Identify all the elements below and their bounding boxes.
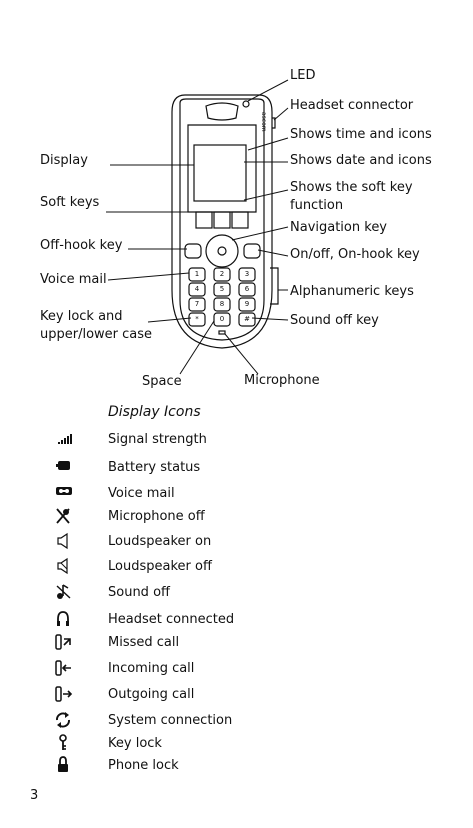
keypad-digit: 6	[245, 285, 250, 293]
led	[242, 100, 250, 108]
label-shows-time: Shows time and icons	[290, 127, 432, 142]
label-key-lock: Key lock and upper/lower case	[40, 309, 153, 342]
microphone-off-icon	[56, 508, 70, 524]
label-onoff-key: On/off, On-hook key	[290, 247, 420, 262]
icon-list-item: Microphone off	[52, 507, 352, 527]
page-number: 3	[30, 788, 39, 803]
icon-label: Battery status	[108, 460, 201, 475]
headset-icon	[57, 611, 69, 626]
offhook-key	[184, 243, 202, 259]
voicemail-icon	[56, 487, 72, 495]
icon-list-item: Headset connected	[52, 610, 352, 630]
keypad-digit: 0	[220, 315, 224, 323]
icon-list-item: Missed call	[52, 633, 352, 653]
display-icons-title: Display Icons	[108, 404, 201, 420]
icon-list-item: Key lock	[52, 734, 352, 754]
brand-logo: ascom	[260, 112, 267, 132]
keypad-digit: 5	[220, 285, 224, 293]
icon-label: Incoming call	[108, 661, 195, 676]
onhook-key	[243, 243, 261, 259]
keypad-digit: 8	[220, 300, 224, 308]
icon-list-item: Battery status	[52, 458, 352, 478]
icon-label: System connection	[108, 713, 233, 728]
keypad-digit: *	[195, 315, 199, 323]
icon-label: Loudspeaker off	[108, 559, 212, 574]
label-navigation-key: Navigation key	[290, 220, 388, 235]
icon-label: Sound off	[108, 585, 170, 600]
microphone-slot	[218, 330, 226, 335]
soft-key-middle	[213, 211, 231, 229]
label-soft-keys: Soft keys	[40, 195, 100, 210]
keypad-digit: #	[244, 315, 250, 323]
label-space: Space	[142, 374, 182, 389]
keypad-digit: 1	[195, 270, 199, 278]
display-screen	[193, 144, 247, 202]
icon-label: Signal strength	[108, 432, 207, 447]
label-shows-softkey: Shows the soft key function	[290, 180, 413, 213]
icon-list-item: System connection	[52, 711, 352, 731]
icon-label: Missed call	[108, 635, 180, 650]
navigation-key	[205, 234, 239, 268]
soft-key-right	[231, 211, 249, 229]
battery-icon	[56, 461, 70, 470]
label-led: LED	[290, 68, 316, 83]
missed-call-icon	[55, 634, 71, 650]
icon-label: Key lock	[108, 736, 162, 751]
label-alnum-keys: Alphanumeric keys	[290, 284, 414, 299]
phone-lock-icon	[58, 756, 68, 772]
label-voice-mail: Voice mail	[40, 272, 107, 287]
outgoing-call-icon	[55, 686, 73, 702]
label-offhook-key: Off-hook key	[40, 238, 123, 253]
icon-label: Microphone off	[108, 509, 205, 524]
icon-label: Outgoing call	[108, 687, 195, 702]
icon-list-item: Loudspeaker on	[52, 532, 352, 552]
sound-off-icon	[56, 584, 71, 599]
icon-list-item: Outgoing call	[52, 685, 352, 705]
icon-list-item: Sound off	[52, 583, 352, 603]
keypad-digit: 2	[220, 270, 224, 278]
phone-body	[171, 94, 273, 349]
label-shows-date: Shows date and icons	[290, 153, 432, 168]
loudspeaker-on-icon	[57, 532, 68, 550]
keypad-digit: 7	[195, 300, 199, 308]
key-lock-icon	[59, 734, 67, 750]
phone-diagram: 1 2 3 4 5 6 7 8 9 * 0 # ascom	[106, 79, 289, 375]
soft-key-left	[195, 211, 213, 229]
icon-label: Phone lock	[108, 758, 179, 773]
system-connection-icon	[56, 712, 70, 728]
loudspeaker-off-icon	[57, 557, 68, 575]
icon-label: Loudspeaker on	[108, 534, 212, 549]
label-sound-off-key: Sound off key	[290, 313, 379, 328]
icon-list-item: Voice mail	[52, 484, 352, 504]
icon-label: Headset connected	[108, 612, 235, 627]
icon-list-item: Signal strength	[52, 430, 352, 450]
label-display: Display	[40, 153, 88, 168]
label-microphone: Microphone	[244, 373, 320, 388]
keypad-digit: 3	[245, 270, 249, 278]
signal-strength-icon	[58, 434, 72, 444]
icon-list-item: Incoming call	[52, 659, 352, 679]
icon-list-item: Loudspeaker off	[52, 557, 352, 577]
keypad-digit: 4	[195, 285, 200, 293]
incoming-call-icon	[55, 660, 71, 676]
icon-list-item: Phone lock	[52, 756, 352, 776]
label-headset-connector: Headset connector	[290, 98, 414, 113]
icon-label: Voice mail	[108, 486, 175, 501]
keypad-digit: 9	[245, 300, 249, 308]
